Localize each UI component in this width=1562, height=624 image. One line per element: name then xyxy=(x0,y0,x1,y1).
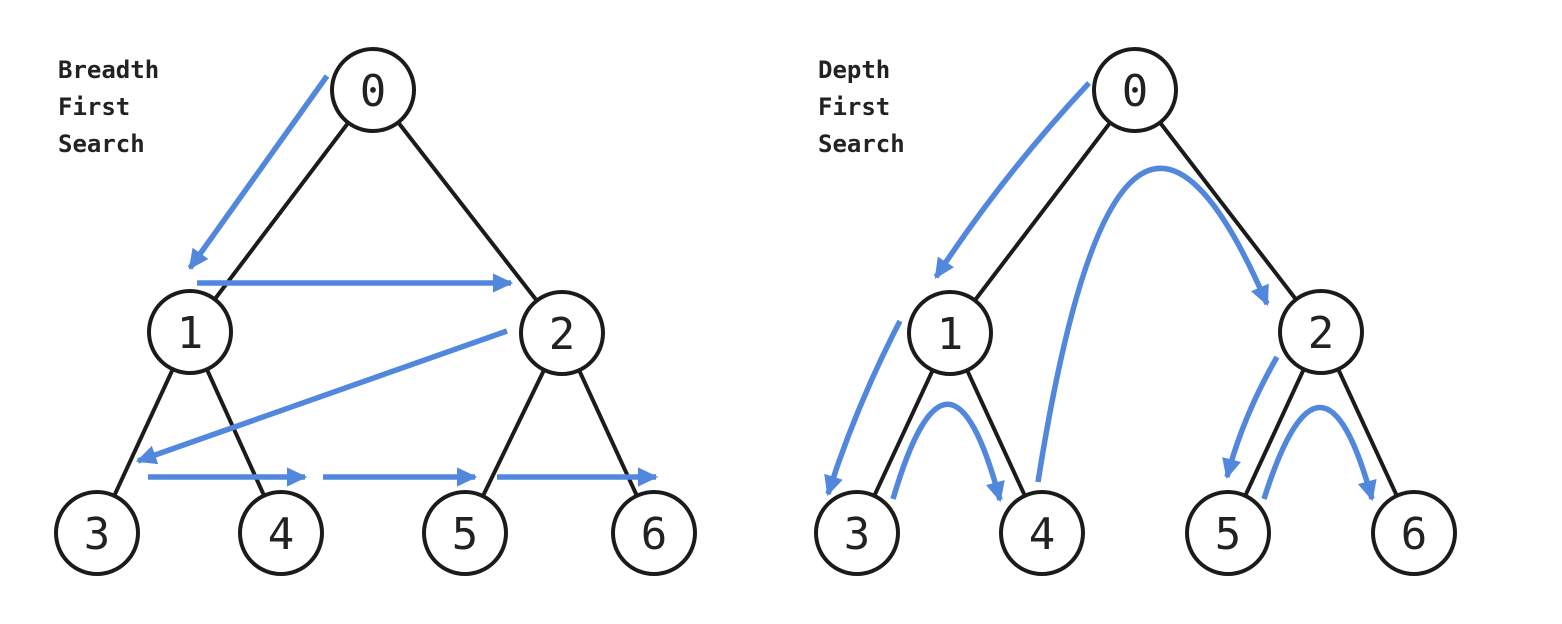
tree-node-6 xyxy=(1371,490,1457,576)
tree-node-4 xyxy=(238,490,324,576)
tree-node-1 xyxy=(147,289,233,375)
tree-node-0 xyxy=(330,47,416,133)
tree-node-6 xyxy=(611,490,697,576)
node-label-2: 2 xyxy=(1308,308,1335,359)
node-label-1: 1 xyxy=(937,309,964,360)
tree-node-2 xyxy=(519,290,605,376)
tree-node-3 xyxy=(54,490,140,576)
node-label-0: 0 xyxy=(360,66,387,117)
tree-node-2 xyxy=(1278,289,1364,375)
tree-node-0 xyxy=(1092,47,1178,133)
tree-edge-0-2 xyxy=(1133,88,1323,334)
node-label-1: 1 xyxy=(177,308,204,359)
tree-node-5 xyxy=(422,490,508,576)
bfs-title: Breadth First Search xyxy=(58,52,159,163)
bfs-title-line: Breadth xyxy=(58,56,160,84)
traversal-arrow-4-to-2 xyxy=(1035,165,1270,483)
dfs-title: Depth First Search xyxy=(818,52,905,163)
traversal-arrow-0-to-1 xyxy=(933,81,1092,279)
traversal-arrow-2-to-5 xyxy=(1222,355,1280,480)
tree-node-5 xyxy=(1185,490,1271,576)
tree-node-1 xyxy=(907,290,993,376)
node-label-3: 3 xyxy=(84,509,111,560)
tree-edge-0-2 xyxy=(371,88,564,335)
node-label-0: 0 xyxy=(1122,66,1149,117)
tree-node-3 xyxy=(814,490,900,576)
traversal-arrow-1-to-3 xyxy=(824,319,903,497)
tree-node-4 xyxy=(999,490,1085,576)
dfs-tree: 0 1 2 3 4 5 6 xyxy=(814,47,1457,576)
traversal-arrow-2-to-3 xyxy=(135,328,508,465)
dfs-title-line: Depth xyxy=(818,56,891,84)
traversal-arrow-0-to-1 xyxy=(187,74,330,270)
node-label-5: 5 xyxy=(1215,509,1242,560)
node-label-4: 4 xyxy=(1029,509,1056,560)
bfs-title-line: Search xyxy=(58,130,145,158)
dfs-title-line: First xyxy=(818,93,891,121)
tree-edge-0-1 xyxy=(948,88,1137,335)
node-label-6: 6 xyxy=(641,509,668,560)
tree-edge-0-1 xyxy=(188,88,375,334)
dfs-title-line: Search xyxy=(818,130,905,158)
node-label-4: 4 xyxy=(268,509,295,560)
node-label-3: 3 xyxy=(844,509,871,560)
node-label-2: 2 xyxy=(549,309,576,360)
node-label-5: 5 xyxy=(452,509,479,560)
bfs-tree: 0 1 2 3 4 5 6 xyxy=(54,47,697,576)
bfs-title-line: First xyxy=(58,93,131,121)
node-label-6: 6 xyxy=(1401,509,1428,560)
traversal-arrow-5-to-6 xyxy=(1261,404,1377,502)
traversal-arrow-3-to-4 xyxy=(890,401,1005,503)
